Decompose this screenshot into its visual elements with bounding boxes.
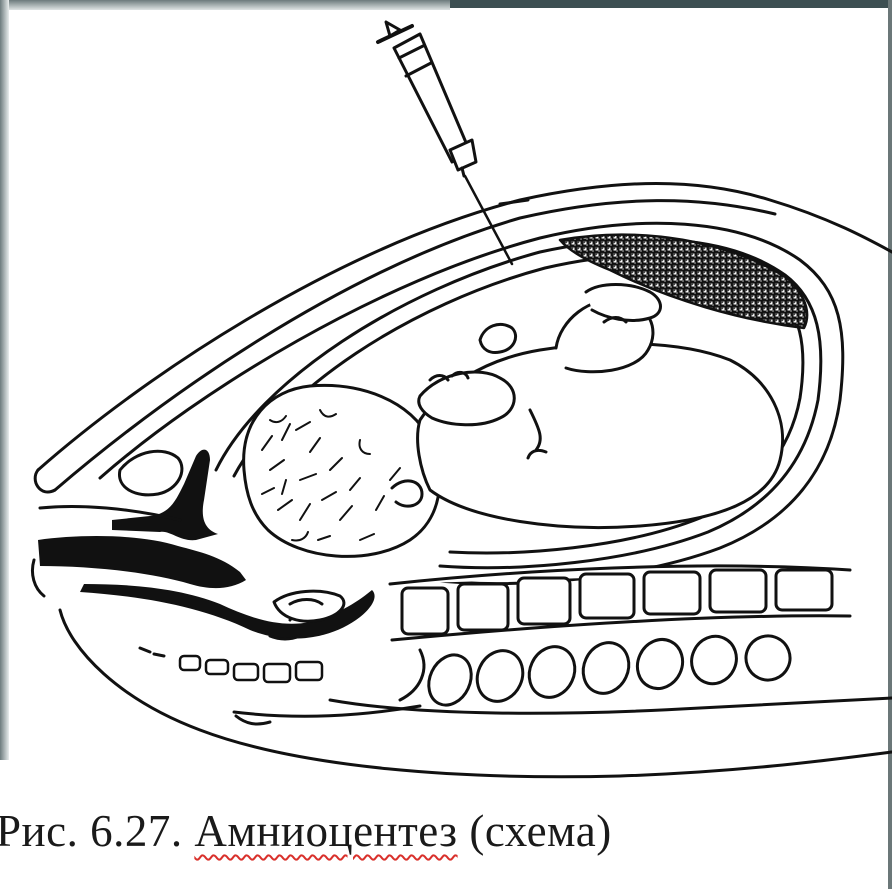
caption-suffix: (схема) [458,806,612,856]
needle [465,176,512,264]
amniocentesis-scheme [0,0,892,790]
caption-term: Амниоцентез [194,806,457,856]
cervix [274,591,344,621]
caption-prefix: Рис. 6.27. [0,806,194,856]
vagina-band [38,536,246,588]
pubic-bone [119,451,181,495]
spine [390,566,850,640]
syringe [378,22,476,176]
figure-caption: Рис. 6.27. Амниоцентез (схема) [0,805,892,857]
coccyx [140,648,322,682]
intestine-loops [400,629,797,712]
